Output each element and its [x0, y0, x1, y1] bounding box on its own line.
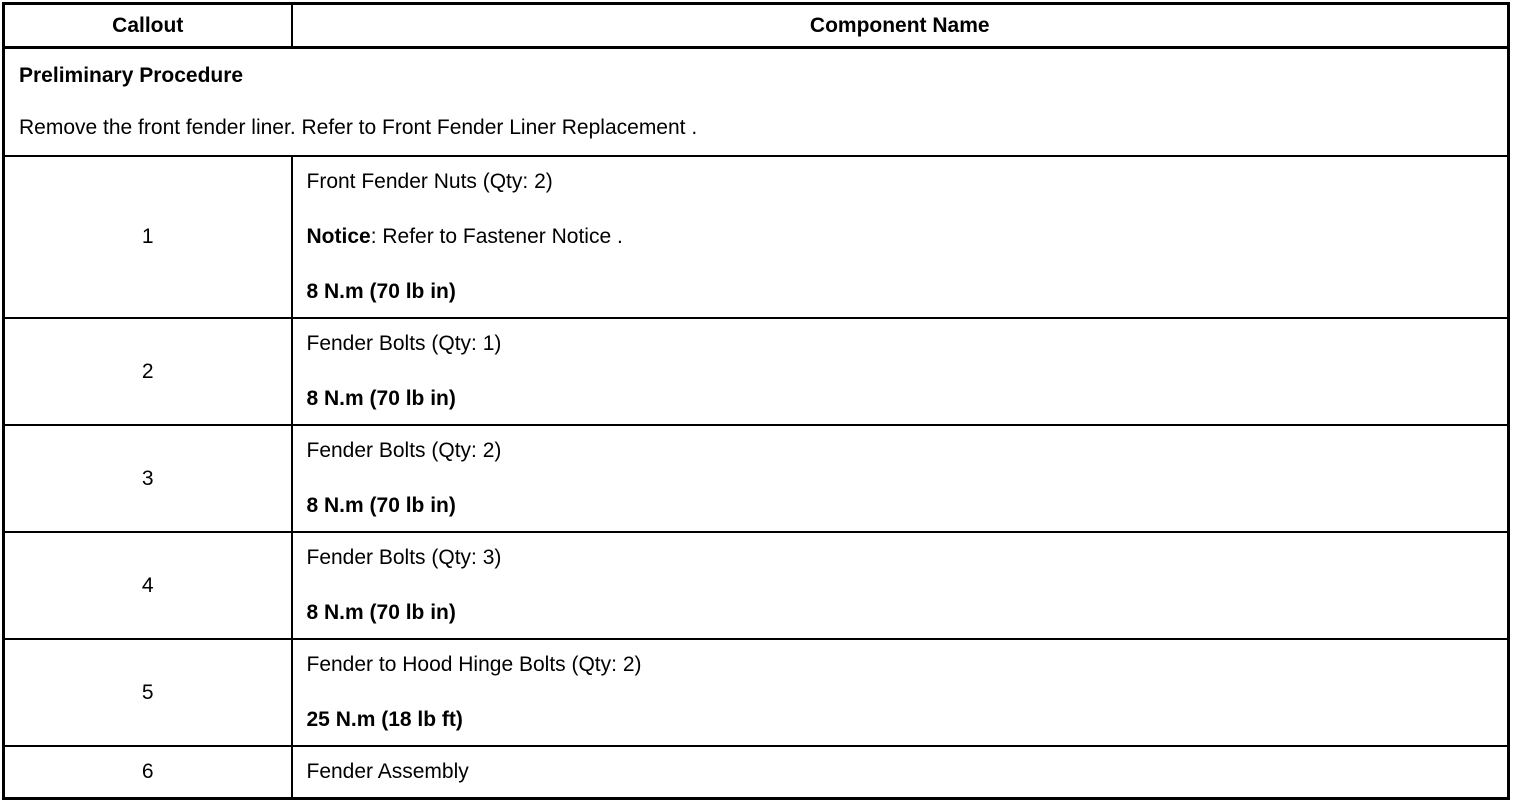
- column-header-component-name: Component Name: [291, 3, 1509, 49]
- fastener-notice-line: Notice: Refer to Fastener Notice .: [307, 224, 1508, 250]
- callout-number: 6: [3, 746, 293, 799]
- header-row: Callout Component Name: [3, 3, 1509, 49]
- component-name-text: Front Fender Nuts (Qty: 2): [306, 170, 553, 193]
- component-name-text: Fender Bolts (Qty: 3): [306, 546, 502, 569]
- table-row: 3 Fender Bolts (Qty: 2) 8 N.m (70 lb in): [3, 425, 1509, 533]
- table-row: 5 Fender to Hood Hinge Bolts (Qty: 2) 25…: [3, 639, 1509, 747]
- table-header: Callout Component Name: [3, 3, 1509, 49]
- column-header-callout: Callout: [3, 3, 293, 49]
- preliminary-procedure-row: Preliminary Procedure Remove the front f…: [3, 47, 1509, 157]
- torque-spec: 8 N.m (70 lb in): [306, 280, 456, 303]
- callout-number: 1: [3, 156, 293, 319]
- table-row: 1 Front Fender Nuts (Qty: 2) Notice: Ref…: [3, 156, 1509, 319]
- component-name-text: Fender Bolts (Qty: 2): [306, 439, 502, 462]
- component-name-text: Fender Bolts (Qty: 1): [306, 332, 502, 355]
- table-row: 4 Fender Bolts (Qty: 3) 8 N.m (70 lb in): [3, 532, 1509, 640]
- component-name-text: Fender Assembly: [306, 760, 469, 783]
- component-name-cell: Fender Assembly: [292, 746, 1509, 799]
- component-name-cell: Fender to Hood Hinge Bolts (Qty: 2) 25 N…: [291, 639, 1509, 747]
- callout-number: 2: [3, 318, 293, 426]
- torque-spec: 8 N.m (70 lb in): [306, 601, 456, 624]
- torque-spec: 8 N.m (70 lb in): [306, 387, 456, 410]
- notice-label: Notice: [306, 225, 371, 248]
- component-name-cell: Fender Bolts (Qty: 2) 8 N.m (70 lb in): [291, 425, 1509, 533]
- preliminary-procedure-title: Preliminary Procedure: [19, 64, 244, 87]
- torque-spec: 25 N.m (18 lb ft): [306, 708, 463, 731]
- preliminary-procedure-cell: Preliminary Procedure Remove the front f…: [3, 47, 1509, 157]
- table-body: Preliminary Procedure Remove the front f…: [3, 47, 1509, 799]
- torque-spec: 8 N.m (70 lb in): [306, 494, 456, 517]
- component-name-cell: Fender Bolts (Qty: 3) 8 N.m (70 lb in): [291, 532, 1509, 640]
- component-name-cell: Front Fender Nuts (Qty: 2) Notice: Refer…: [291, 156, 1509, 319]
- notice-text: : Refer to Fastener Notice .: [370, 225, 623, 248]
- callout-number: 4: [3, 532, 293, 640]
- component-name-cell: Fender Bolts (Qty: 1) 8 N.m (70 lb in): [291, 318, 1509, 426]
- component-name-text: Fender to Hood Hinge Bolts (Qty: 2): [306, 653, 642, 676]
- callout-number: 5: [3, 639, 293, 747]
- table-row: 2 Fender Bolts (Qty: 1) 8 N.m (70 lb in): [3, 318, 1509, 426]
- preliminary-procedure-text: Remove the front fender liner. Refer to …: [19, 116, 698, 139]
- table-row: 6 Fender Assembly: [3, 746, 1509, 799]
- callout-number: 3: [3, 425, 293, 533]
